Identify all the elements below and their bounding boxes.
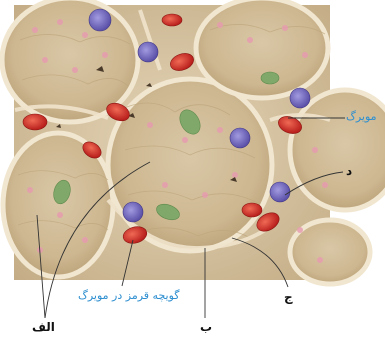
- label-alef: الف: [32, 320, 55, 334]
- label-d: د: [346, 164, 352, 178]
- label-b: ب: [200, 320, 212, 334]
- label-j: ج: [284, 290, 293, 304]
- label-capillary: مویرگ: [346, 110, 377, 123]
- label-rbc-in-capillary: گویچه قرمز در مویرگ: [78, 289, 180, 302]
